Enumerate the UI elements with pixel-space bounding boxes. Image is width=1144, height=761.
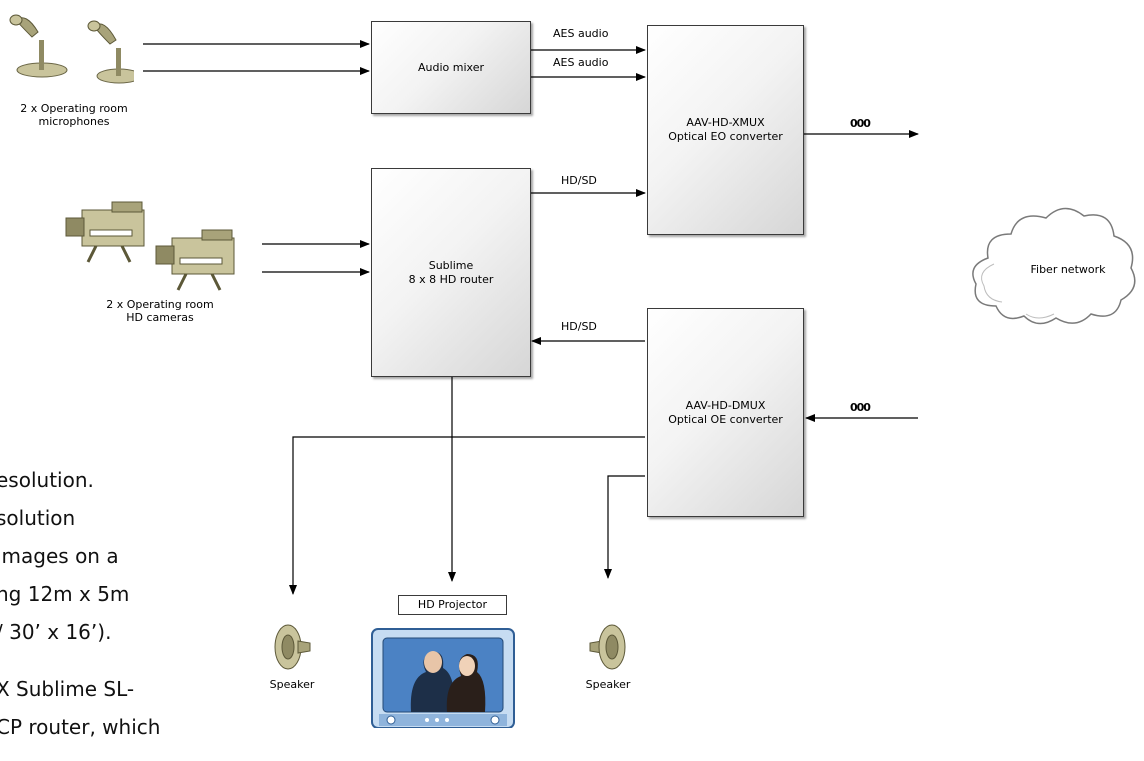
dmux-to-right-speaker-line: [604, 475, 645, 579]
body-text-line: ng 12m x 5m: [0, 582, 130, 606]
aes-audio-label: AES audio: [553, 27, 609, 40]
hd-projector-label: HD Projector: [398, 595, 507, 615]
speaker-left-label: Speaker: [269, 678, 315, 691]
dmux-to-left-speaker-line: [289, 436, 645, 595]
fiber-coil-in-icon: 000: [850, 401, 871, 414]
audio-mixer-box: Audio mixer: [371, 21, 531, 114]
dmux-label: AAV-HD-DMUX Optical OE converter: [668, 398, 783, 426]
fiber-network-label: Fiber network: [1030, 263, 1106, 276]
router-box: Sublime 8 x 8 HD router: [371, 168, 531, 377]
microphones-label: 2 x Operating room microphones: [20, 102, 128, 128]
speaker-icon: [589, 624, 626, 670]
xmux-label: AAV-HD-XMUX Optical EO converter: [668, 116, 783, 143]
aes-audio-label: AES audio: [553, 56, 609, 69]
body-text-line: X Sublime SL-: [0, 677, 135, 701]
dmux-box: AAV-HD-DMUX Optical OE converter: [647, 308, 804, 517]
microphone-icon: [9, 14, 134, 84]
camera-icon: [65, 201, 235, 291]
xmux-box: AAV-HD-XMUX Optical EO converter: [647, 25, 804, 235]
cameras-label: 2 x Operating room HD cameras: [106, 298, 214, 324]
projector-screen-icon: [371, 628, 515, 728]
audio-mixer-label: Audio mixer: [418, 60, 484, 74]
body-text-line: / 30’ x 16’).: [0, 620, 112, 644]
body-text-line: esolution.: [0, 468, 94, 492]
cloud-icon: [972, 207, 1136, 325]
speaker-icon: [274, 624, 311, 670]
body-text-line: CP router, which: [0, 715, 161, 739]
router-label: Sublime 8 x 8 HD router: [408, 258, 494, 286]
body-text-line: solution: [0, 506, 76, 530]
hdsd-in-label: HD/SD: [561, 320, 597, 333]
hdsd-out-label: HD/SD: [561, 174, 597, 187]
speaker-right-label: Speaker: [585, 678, 631, 691]
fiber-coil-out-icon: 000: [850, 117, 871, 130]
body-text-line: images on a: [0, 544, 119, 568]
